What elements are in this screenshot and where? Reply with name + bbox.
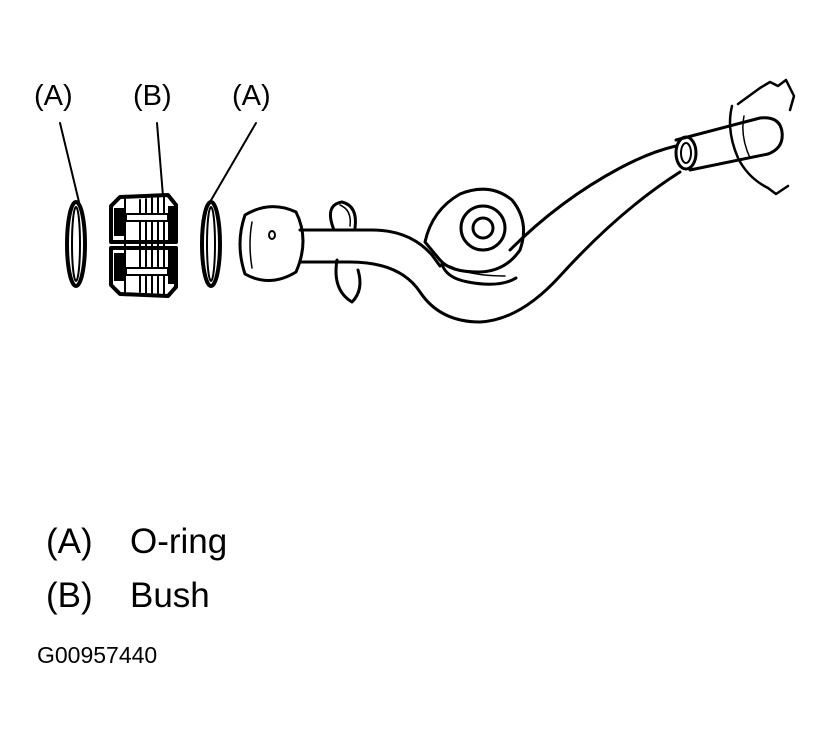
leader-line-b (156, 122, 164, 197)
bush (109, 193, 178, 298)
callout-label-a-left: (A) (34, 80, 73, 112)
legend-row-b: (B) Bush (46, 578, 227, 632)
legend-row-a: (A) O-ring (46, 524, 227, 578)
figure-id: G00957440 (37, 642, 158, 668)
callout-label-a-right: (A) (232, 80, 271, 112)
legend-key-b: (B) (46, 576, 93, 615)
legend: (A) O-ring (B) Bush (46, 524, 227, 632)
o-ring-left (65, 200, 87, 288)
legend-key-a: (A) (46, 522, 93, 561)
o-ring-right (200, 200, 222, 288)
legend-text-o-ring: O-ring (130, 522, 228, 561)
shift-lever (238, 78, 796, 324)
legend-text-bush: Bush (130, 576, 210, 615)
leader-line-a-left (59, 122, 80, 203)
leader-line-a-right (209, 122, 257, 203)
callout-label-b: (B) (133, 80, 172, 112)
